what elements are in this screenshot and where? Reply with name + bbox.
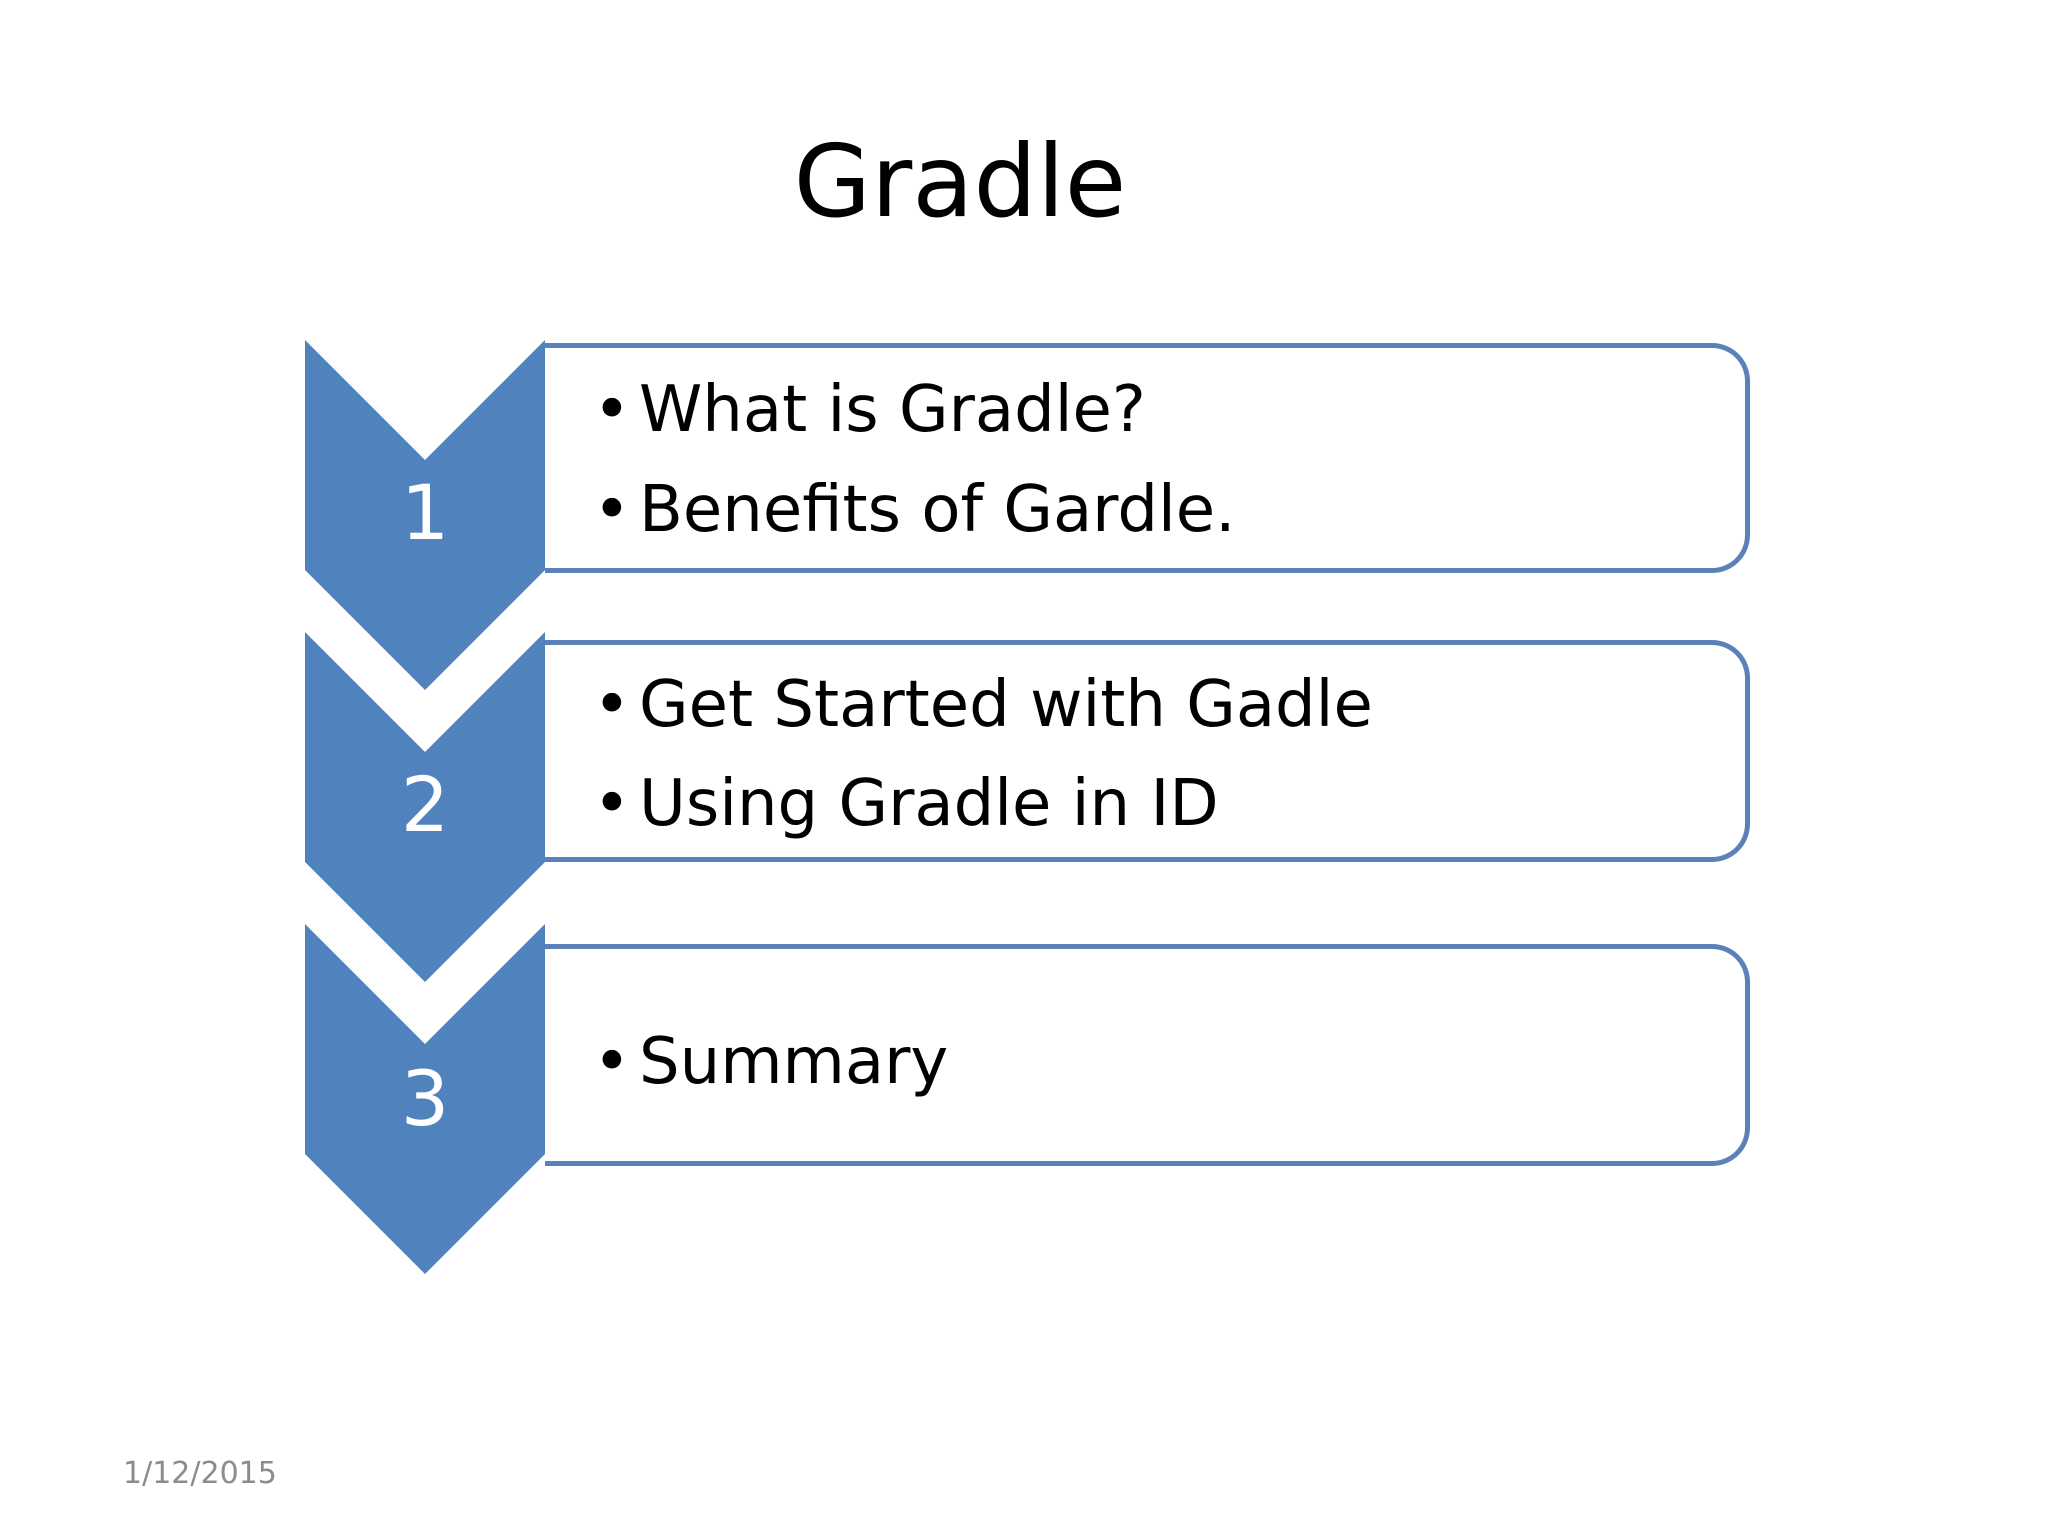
bullet-icon: • (593, 373, 631, 447)
bullet-item: •Get Started with Gadle (593, 665, 1373, 745)
step-box-2: •Get Started with Gadle •Using Gradle in… (545, 640, 1750, 862)
step-number-1: 1 (400, 468, 450, 557)
bullet-item: •Benefits of Gardle. (593, 470, 1235, 550)
slide-date: 1/12/2015 (123, 1456, 277, 1491)
bullet-item: •Using Gradle in ID (593, 764, 1219, 844)
step-box-1: •What is Gradle? •Benefits of Gardle. (545, 343, 1750, 573)
bullet-icon: • (593, 668, 631, 742)
bullet-item: •Summary (593, 1022, 948, 1102)
bullet-icon: • (593, 1025, 631, 1099)
bullet-icon: • (593, 473, 631, 547)
bullet-icon: • (593, 767, 631, 841)
step-box-3: •Summary (545, 944, 1750, 1166)
bullet-item: •What is Gradle? (593, 370, 1146, 450)
step-number-2: 2 (400, 760, 450, 849)
slide-title: Gradle (793, 123, 1127, 240)
step-number-3: 3 (400, 1054, 450, 1143)
